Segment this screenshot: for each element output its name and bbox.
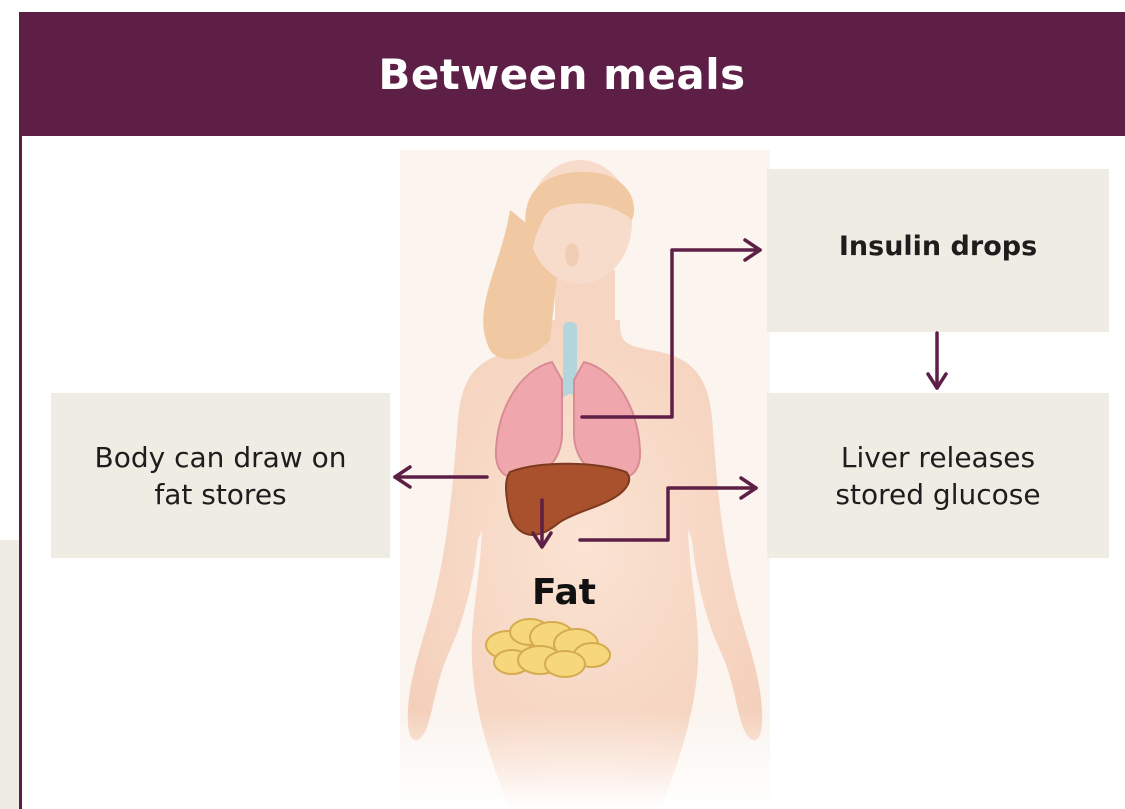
arrow-to-insulin [582, 250, 760, 417]
arrow-to-liver-box [580, 488, 756, 540]
